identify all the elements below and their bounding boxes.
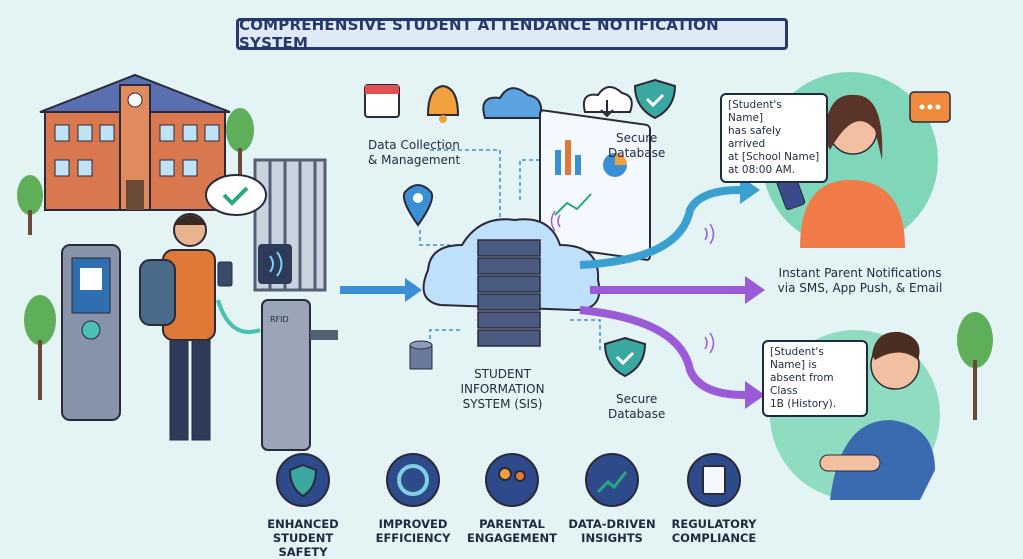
benefit-line: REGULATORY <box>671 517 757 531</box>
absence-message-bubble: [Student's Name] is absent from Class 1B… <box>762 340 868 417</box>
shield-check-icon <box>633 78 677 120</box>
chat-dots-icon <box>909 91 951 123</box>
message-line: has safely arrived <box>728 125 782 150</box>
message-line: [Student's Name] <box>728 99 782 124</box>
benefit-line: ENGAGEMENT <box>467 531 557 545</box>
benefit-line: INSIGHTS <box>581 531 643 545</box>
data-collection-label: Data Collection & Management <box>368 138 460 168</box>
label-line: SYSTEM (SIS) <box>462 397 543 411</box>
student-figure <box>139 213 233 441</box>
label-line: STUDENT INFORMATION <box>460 367 545 396</box>
notifications-label: Instant Parent Notifications via SMS, Ap… <box>770 266 950 296</box>
check-bubble-icon <box>205 174 267 216</box>
nfc-signal-icon <box>258 244 292 284</box>
message-line: absent from Class <box>770 372 834 397</box>
notification-arrows <box>579 186 746 399</box>
rfid-label: RFID <box>270 315 289 324</box>
benefit-icons <box>276 453 741 507</box>
benefit-line: COMPLIANCE <box>671 531 757 545</box>
page-title: COMPREHENSIVE STUDENT ATTENDANCE NOTIFIC… <box>236 16 788 52</box>
label-line: Secure <box>616 131 658 145</box>
secure-database-label: Secure Database <box>608 392 665 422</box>
location-pin-icon <box>402 184 434 227</box>
tree-icon <box>17 108 993 420</box>
message-line: 1B (History). <box>770 398 837 410</box>
bell-icon <box>426 84 460 123</box>
shield-check-icon <box>603 336 647 378</box>
dashboard-monitor-icon <box>539 109 651 261</box>
label-line: Database <box>608 407 666 421</box>
label-line: Database <box>608 146 666 160</box>
cloud-download-icon <box>582 86 633 118</box>
message-line: at [School Name] <box>728 151 820 163</box>
benefit-line: EFFICIENCY <box>375 531 451 545</box>
benefit-line: IMPROVED <box>378 517 448 531</box>
benefit-line: PARENTAL <box>479 517 545 531</box>
calendar-icon <box>364 84 400 118</box>
message-line: [Student's Name] is <box>770 346 824 371</box>
benefit-line: ENHANCED <box>267 517 339 531</box>
database-icon <box>409 340 433 370</box>
benefit-line: STUDENT SAFETY <box>272 531 334 559</box>
message-line: at 08:00 AM. <box>728 164 796 176</box>
signal-waves-icon <box>550 210 715 354</box>
label-line: Data Collection <box>368 138 460 152</box>
school-building-icon <box>39 73 231 211</box>
label-line: Secure <box>616 392 658 406</box>
benefit-line: DATA-DRIVEN <box>568 517 656 531</box>
label-line: Instant Parent Notifications <box>778 266 942 280</box>
label-line: via SMS, App Push, & Email <box>777 281 943 295</box>
sis-label: STUDENT INFORMATION SYSTEM (SIS) <box>435 367 570 412</box>
secure-database-label: Secure Database <box>608 131 665 161</box>
attendance-kiosk-icon <box>61 244 121 421</box>
rfid-turnstile-icon <box>216 299 338 451</box>
cloud-upload-icon <box>482 87 543 119</box>
arrival-message-bubble: [Student's Name] has safely arrived at [… <box>720 93 828 183</box>
sis-cloud-server-icon <box>422 218 601 347</box>
label-line: & Management <box>368 153 461 167</box>
